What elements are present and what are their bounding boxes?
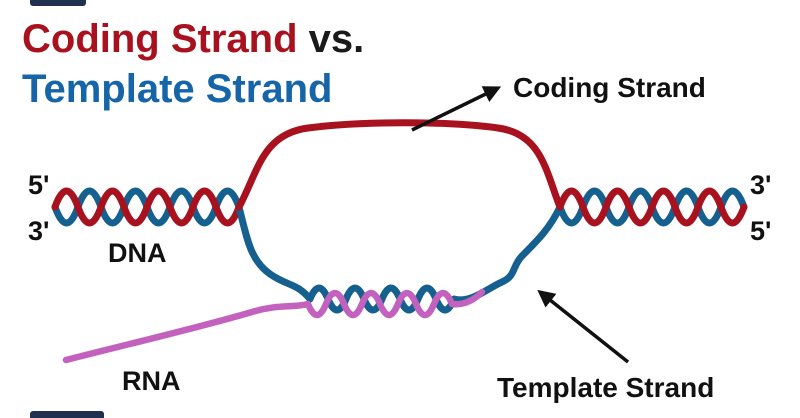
template-strand-arrow: [537, 289, 630, 364]
title-template-strand: Template Strand: [22, 67, 333, 111]
helix-right-coding-strand-path: [556, 187, 748, 227]
title-vs: vs.: [297, 17, 365, 61]
helix-left-coding-strand-path: [51, 187, 243, 227]
page-title: Coding Strand vs. Template Strand: [22, 14, 364, 114]
decorative-strip-top: [30, 0, 86, 6]
right-top-end-label: 3': [750, 170, 771, 200]
coding-strand-callout-label: Coding Strand: [513, 72, 706, 103]
coding-strand-bubble-path: [235, 119, 564, 211]
rna-label: RNA: [122, 366, 181, 396]
decorative-strip-bottom: [30, 411, 104, 418]
right-bottom-end-label: 5': [750, 216, 771, 246]
left-bottom-end-label: 3': [28, 216, 49, 246]
title-coding-strand: Coding Strand: [22, 17, 298, 61]
rna-strand-path: [62, 288, 486, 364]
coding-strand-arrow: [411, 86, 502, 132]
template-strand-bubble-path: [235, 203, 564, 314]
template-strand-callout-label: Template Strand: [497, 372, 714, 403]
dna-label: DNA: [108, 238, 167, 268]
left-top-end-label: 5': [28, 170, 49, 200]
